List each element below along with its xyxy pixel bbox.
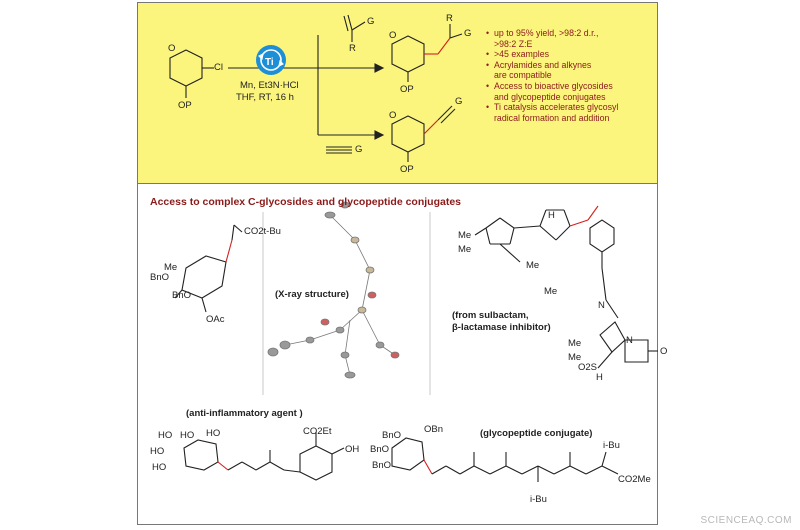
ho-label-5: HO — [152, 462, 167, 473]
top-product-R: R — [446, 13, 453, 24]
example-1-structure — [174, 224, 243, 313]
ring-oxygen-top: O — [389, 30, 397, 41]
glycopeptide-label: (glycopeptide conjugate) — [480, 428, 593, 439]
so2-label: O2S — [578, 362, 598, 373]
oac-label: OAc — [206, 314, 225, 325]
product-bottom-ring — [391, 105, 456, 162]
highlight-item: up to 95% yield, >98:2 d.r., — [486, 28, 656, 39]
highlight-item-cont: radical formation and addition — [494, 112, 610, 123]
alkyne-G: G — [355, 144, 363, 155]
ho-label-2: HO — [180, 430, 195, 441]
anti-inflammatory-label: (anti-inflammatory agent ) — [186, 408, 303, 419]
ibu-label-2: i-Bu — [603, 440, 620, 451]
catalyst-label: Ti — [265, 57, 274, 68]
me-a: Me — [458, 230, 472, 241]
sm-protecting-group: OP — [178, 100, 192, 111]
ho-label-1: HO — [158, 430, 173, 441]
top-product-OP: OP — [400, 84, 414, 95]
oh-label: OH — [345, 444, 360, 455]
sulbactam-label-1: (from sulbactam, — [452, 310, 529, 321]
me-c: Me — [526, 260, 540, 271]
ester-label: CO2t-Bu — [244, 226, 281, 237]
bno-label-1: BnO — [150, 272, 170, 283]
highlight-item-cont: and glycopeptide conjugates — [494, 91, 606, 102]
highlight-item: Ti catalysis accelerates glycosyl — [486, 102, 656, 113]
ho-label-3: HO — [206, 428, 221, 439]
section-title: Access to complex C-glycosides and glyco… — [150, 196, 462, 208]
sulbactam-label-2: β-lactamase inhibitor) — [452, 322, 551, 333]
cycle-arrows-icon — [256, 45, 286, 75]
h-label: H — [548, 210, 555, 221]
bno-label-5: BnO — [372, 460, 392, 471]
ring-oxygen-sm: O — [168, 43, 176, 54]
conditions-line-1: Mn, Et3N·HCl — [240, 80, 299, 91]
highlight-item: Access to bioactive glycosides — [486, 81, 656, 92]
sm-chloride: Cl — [214, 62, 223, 73]
obn-label: OBn — [424, 424, 444, 435]
highlight-item: Acrylamides and alkynes — [486, 60, 656, 71]
bno-label-2: BnO — [172, 290, 192, 301]
alkyne-reagent — [326, 146, 352, 154]
bottom-product-G: G — [455, 96, 463, 107]
ring-oxygen-bottom: O — [389, 110, 397, 121]
me-f: Me — [568, 352, 582, 363]
me-d: Me — [544, 286, 558, 297]
bno-label-4: BnO — [370, 444, 390, 455]
me-e: Me — [568, 338, 582, 349]
top-product-G: G — [464, 28, 472, 39]
example-5-structure — [391, 437, 619, 482]
alkene-R: R — [349, 43, 356, 54]
h-label-2: H — [596, 372, 603, 383]
example-4-structure — [183, 432, 345, 481]
co2me-label: CO2Me — [618, 474, 651, 485]
nh-label: N — [598, 300, 605, 311]
alkene-reagent — [343, 14, 366, 42]
product-top-ring — [391, 24, 463, 82]
highlight-item-cont: >98:2 Z:E — [494, 38, 533, 49]
watermark: SCIENCEAQ.COM — [700, 515, 792, 526]
methyl-label: Me — [164, 262, 178, 273]
starting-material-ring — [169, 49, 214, 98]
n-label: N — [626, 335, 633, 346]
o-label: O — [660, 346, 668, 357]
bottom-product-OP: OP — [400, 164, 414, 175]
conditions-line-2: THF, RT, 16 h — [236, 92, 294, 103]
highlights-list: up to 95% yield, >98:2 d.r., >98:2 Z:E >… — [486, 28, 656, 123]
ibu-label-1: i-Bu — [530, 494, 547, 505]
me-b: Me — [458, 244, 472, 255]
highlight-item: >45 examples — [486, 49, 656, 60]
co2et-label: CO2Et — [303, 426, 332, 437]
xray-label: (X-ray structure) — [275, 289, 349, 300]
alkene-G: G — [367, 16, 375, 27]
bno-label-3: BnO — [382, 430, 402, 441]
ho-label-4: HO — [150, 446, 165, 457]
example-3-structure — [474, 205, 658, 369]
xray-structure — [267, 201, 400, 379]
highlight-item-cont: are compatible — [494, 70, 552, 81]
